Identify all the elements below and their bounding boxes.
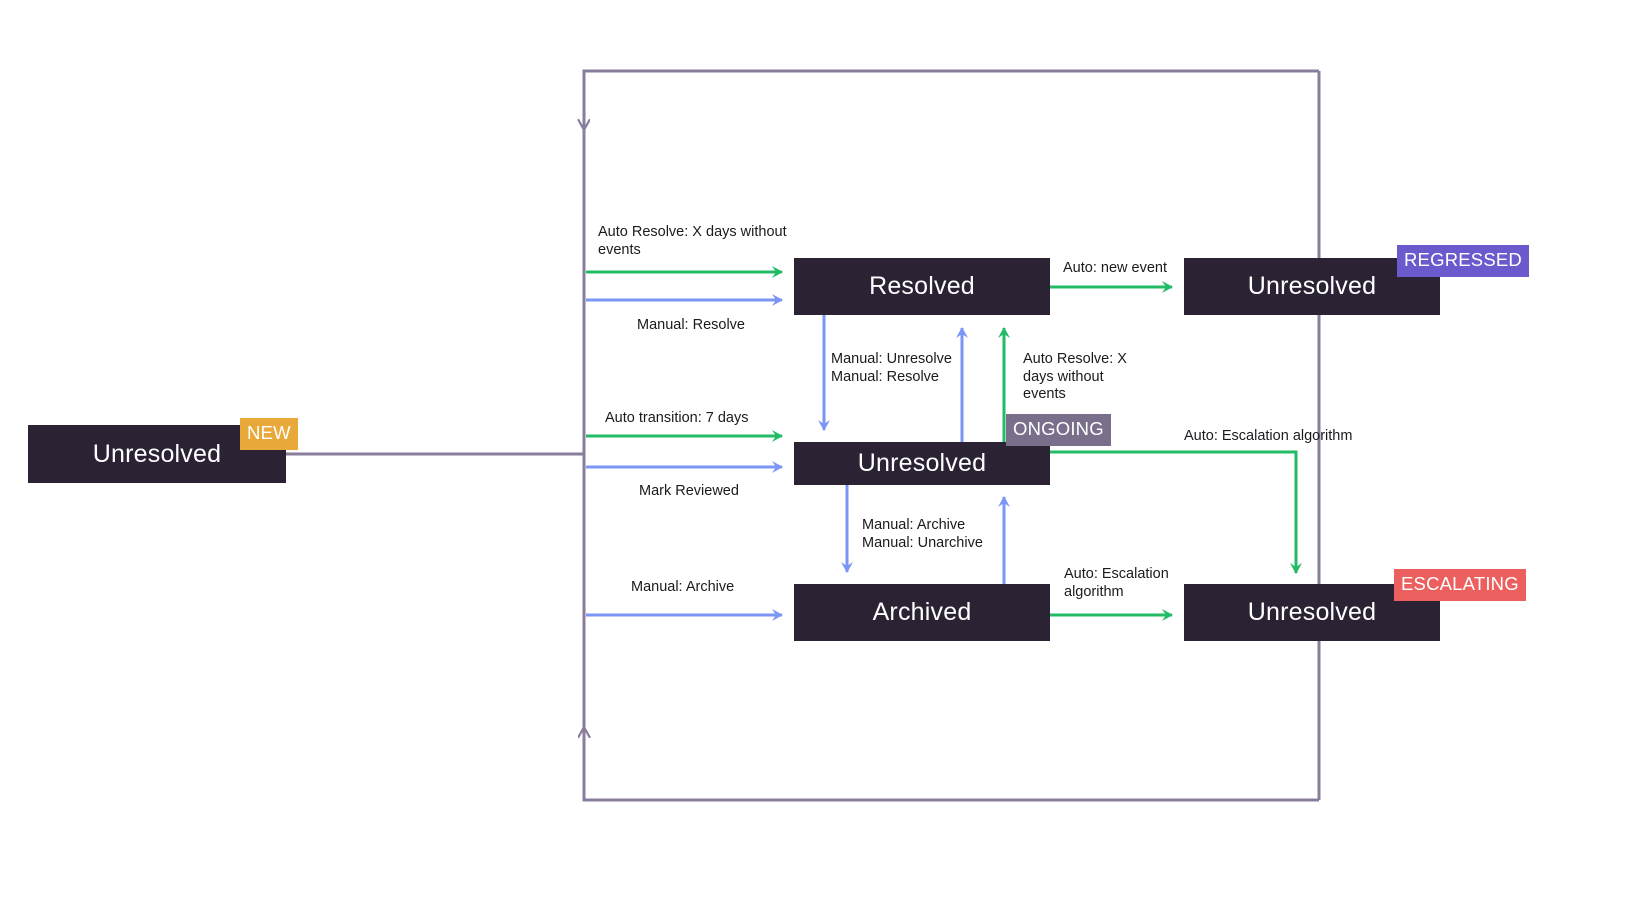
edge-label-manual-unresolve-pair: Manual: Unresolve Manual: Resolve	[831, 351, 952, 385]
edge-label-auto-resolve-mid: Auto Resolve: X days without events	[1023, 351, 1127, 402]
badge-new: NEW	[240, 418, 298, 450]
state-label: Unresolved	[1247, 272, 1377, 300]
state-label: Archived	[872, 598, 972, 626]
edge-label-mark-reviewed: Mark Reviewed	[639, 483, 739, 499]
edge-label-manual-resolve: Manual: Resolve	[637, 317, 745, 333]
edge-label-auto-resolve-top: Auto Resolve: X days without events	[598, 224, 787, 258]
badge-ongoing: ONGOING	[1006, 414, 1111, 446]
edge-label-manual-archive-pair: Manual: Archive Manual: Unarchive	[862, 517, 983, 551]
badge-label: ESCALATING	[1401, 573, 1519, 594]
badge-label: ONGOING	[1013, 418, 1104, 439]
state-label: Unresolved	[857, 449, 987, 477]
badge-regressed: REGRESSED	[1397, 245, 1529, 277]
badge-label: NEW	[247, 422, 291, 443]
edge-label-auto-new-event: Auto: new event	[1063, 260, 1167, 276]
state-label: Unresolved	[1247, 598, 1377, 626]
state-archived[interactable]: Archived	[794, 584, 1050, 641]
state-label: Resolved	[869, 272, 975, 300]
state-label: Unresolved	[92, 439, 222, 468]
edge-label-auto-escalation-bot: Auto: Escalation algorithm	[1064, 566, 1169, 600]
edge-loop-outer	[286, 69, 1321, 802]
state-ongoing-unresolved[interactable]: Unresolved	[794, 442, 1050, 485]
badge-label: REGRESSED	[1404, 249, 1522, 270]
edge-label-manual-archive: Manual: Archive	[631, 579, 735, 595]
edge-label-auto-transition: Auto transition: 7 days	[605, 410, 749, 426]
edge-loop-top	[584, 69, 1319, 130]
edge-label-auto-escalation-top: Auto: Escalation algorithm	[1184, 428, 1353, 444]
state-resolved[interactable]: Resolved	[794, 258, 1050, 315]
edge-loop-bottom	[584, 727, 1319, 802]
edge-auto-escalation-ongoing	[1050, 450, 1302, 574]
badge-escalating: ESCALATING	[1394, 569, 1526, 601]
